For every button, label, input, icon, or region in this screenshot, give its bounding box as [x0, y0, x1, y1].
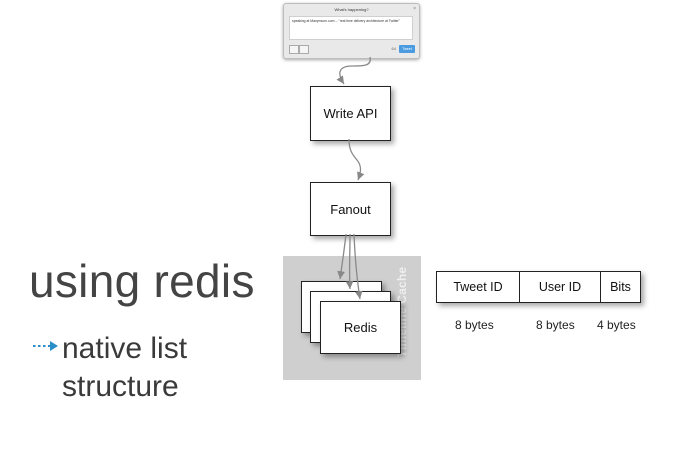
arrow-composer-to-write-api: [336, 56, 371, 85]
bits-cell: Bits: [610, 280, 631, 294]
bullet-line-1: native list: [62, 332, 188, 365]
close-icon: ×: [413, 6, 416, 12]
bullet-line-2: structure: [62, 370, 179, 403]
redis-label: Redis: [343, 320, 378, 335]
tweet-text-field: speaking at Manymoon.com -- "real time d…: [289, 16, 413, 40]
tweet-button: Tweet: [399, 45, 415, 53]
write-api-label: Write API: [323, 106, 378, 121]
user-id-cell: User ID: [520, 272, 601, 302]
fanout-node: Fanout: [310, 182, 391, 236]
bullet-text: native list structure: [62, 330, 187, 406]
arrow-fanout-to-redis-1: [337, 233, 347, 280]
dotted-arrow-icon: [33, 341, 58, 351]
tweet-id-size: 8 bytes: [455, 318, 494, 332]
tweet-composer: What's happening? × speaking at Manymoon…: [283, 3, 420, 59]
arrow-fanout-to-redis-3: [353, 233, 363, 300]
redis-node: Redis: [320, 301, 401, 354]
char-count: 64: [391, 46, 396, 51]
arrow-write-api-to-fanout: [348, 138, 365, 181]
slide-heading: using redis: [29, 255, 255, 307]
camera-icon: [289, 45, 299, 54]
fanout-label: Fanout: [330, 201, 371, 217]
bits-size: 4 bytes: [597, 318, 636, 332]
location-icon: [299, 45, 309, 54]
tweet-id-cell: Tweet ID: [437, 272, 520, 302]
user-id-size: 8 bytes: [536, 318, 575, 332]
tweet-composer-title: What's happening?: [334, 7, 369, 12]
write-api-node: Write API: [310, 86, 391, 141]
record-layout-table: Tweet ID User ID Bits: [436, 271, 641, 303]
